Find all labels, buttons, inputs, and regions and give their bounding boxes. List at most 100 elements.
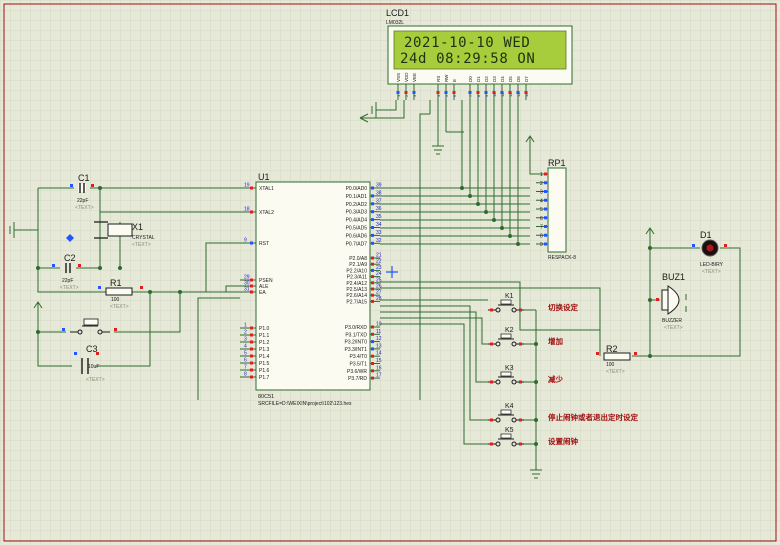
key-k1[interactable]: K1 切换设定 xyxy=(488,293,578,313)
rp1-pin-number: 2 xyxy=(540,181,543,187)
lcd-pin-name: VSS xyxy=(396,73,401,82)
mcu-pin-number: 35 xyxy=(376,214,382,220)
mcu-pin-state xyxy=(250,340,253,344)
buz1-stem xyxy=(661,289,669,311)
mcu-pin-number: 9 xyxy=(244,238,247,244)
mcu-pin-number: 11 xyxy=(376,329,381,335)
reset-button[interactable] xyxy=(62,318,117,335)
led-d1[interactable]: D1 LED-BIRY <TEXT> xyxy=(692,230,727,275)
lcd-pin-name: D2 xyxy=(484,76,489,82)
c2-text: <TEXT> xyxy=(60,285,79,291)
lcd-pin-number: 9 xyxy=(484,94,489,97)
mcu-pin-number: 16 xyxy=(376,365,382,371)
mcu-pin-state xyxy=(371,210,374,214)
sheet-border xyxy=(3,3,777,542)
key-ref: K1 xyxy=(505,293,514,300)
mcu-pin-state xyxy=(250,375,253,379)
mcu-pin-name: P3.3/INT1 xyxy=(344,347,367,353)
x1-body xyxy=(107,223,133,237)
lcd-module[interactable]: LCD1 LM032L 2021-10-10 WED 24d 08:29:58 … xyxy=(386,8,573,100)
key-cap xyxy=(500,333,512,339)
r1-pin-a xyxy=(98,286,101,289)
r2-value: 100 xyxy=(606,362,615,368)
rp1-pin-state xyxy=(544,233,547,237)
mcu-pin-name: P2.0/A8 xyxy=(349,256,367,262)
lcd-line-1: 2021-10-10 WED xyxy=(404,35,530,51)
x1-value: CRYSTAL xyxy=(132,235,155,241)
key-contact-left xyxy=(495,379,501,385)
mcu-pin-number: 25 xyxy=(376,277,382,283)
capacitor-c1[interactable]: C1 22pF <TEXT> xyxy=(70,173,94,211)
mcu-pin-name: P2.5/A13 xyxy=(346,287,367,293)
mcu-pin-state xyxy=(371,354,374,358)
buz1-ref: BUZ1 xyxy=(662,272,685,282)
mcu-pin-state xyxy=(371,256,374,260)
key-function-label: 切换设定 xyxy=(548,302,578,312)
mcu-pin-state xyxy=(371,362,374,365)
lcd-pin-number: 10 xyxy=(492,92,497,97)
junctions xyxy=(36,186,652,446)
rp1-pin-state xyxy=(544,225,547,228)
resistor-r1[interactable]: R1 100 <TEXT> xyxy=(98,278,143,310)
mcu-pin-name: EA xyxy=(259,290,266,296)
c3-ref: C3 xyxy=(86,344,98,354)
mcu-pin-number: 30 xyxy=(244,281,250,287)
mcu-pin-number: 38 xyxy=(376,190,382,196)
lcd-pin-number: 14 xyxy=(524,92,529,97)
rp1-pin-state xyxy=(544,190,547,193)
mcu-80c51[interactable]: U1 19XTAL118XTAL29RST29PSEN30ALE31EA1P1.… xyxy=(240,172,382,407)
reset-button-contact-a xyxy=(77,329,83,335)
mcu-pin-state xyxy=(371,293,374,297)
x1-ref: X1 xyxy=(132,222,143,232)
buzzer-buz1[interactable]: BUZ1 BUZZER <TEXT> xyxy=(656,272,685,331)
lcd-part: LM032L xyxy=(386,20,404,26)
key-contact-left xyxy=(495,307,501,313)
capacitor-c3[interactable]: C3 10uF <TEXT> xyxy=(74,344,105,383)
mcu-pin-number: 12 xyxy=(376,336,382,342)
mcu-pin-name: P2.6/A14 xyxy=(346,293,367,299)
mcu-pin-state xyxy=(371,299,374,303)
rp1-pin-number: 6 xyxy=(540,216,543,222)
mcu-pin-state xyxy=(371,186,374,190)
crystal-x1[interactable]: X1 CRYSTAL <TEXT> xyxy=(66,221,155,248)
reset-button-contact-b xyxy=(97,329,103,335)
rp1-pin-number: 5 xyxy=(540,207,543,213)
reset-button-pin-b xyxy=(114,328,117,331)
lcd-pin-state xyxy=(484,91,488,94)
mcu-pin-number: 7 xyxy=(244,365,247,371)
mcu-pin-number: 18 xyxy=(244,207,250,213)
key-cap xyxy=(500,409,512,415)
mcu-pin-state xyxy=(250,278,253,282)
rp1-pin-number: 9 xyxy=(540,242,543,248)
lcd-pin-state xyxy=(524,91,528,94)
mcu-pin-name: P1.7 xyxy=(259,375,270,381)
mcu-pin-name: P3.5/T1 xyxy=(349,362,367,368)
lcd-pin-name: VDD xyxy=(404,72,409,82)
resistor-r2[interactable]: R2 100 <TEXT> xyxy=(596,344,637,375)
r1-text: <TEXT> xyxy=(110,304,129,310)
c1-pin-b xyxy=(91,184,94,187)
mcu-pin-name: XTAL2 xyxy=(259,210,274,216)
c1-value: 22pF xyxy=(77,198,88,204)
mcu-pin-number: 19 xyxy=(244,183,250,189)
mcu-pin-name: P0.4/AD4 xyxy=(346,218,368,224)
mcu-pin-name: ALE xyxy=(259,284,269,290)
mcu-pin-number: 31 xyxy=(244,287,250,293)
mcu-pin-name: P1.2 xyxy=(259,340,270,346)
key-pin-state xyxy=(490,342,493,346)
mcu-pin-state xyxy=(371,340,374,344)
key-cap xyxy=(500,371,512,377)
lcd-pin-state xyxy=(452,91,456,94)
lcd-pin-number: 3 xyxy=(412,94,417,97)
mcu-pin-number: 10 xyxy=(376,322,382,328)
capacitor-c2[interactable]: C2 22pF <TEXT> xyxy=(52,253,81,291)
c1-plates xyxy=(79,183,85,193)
